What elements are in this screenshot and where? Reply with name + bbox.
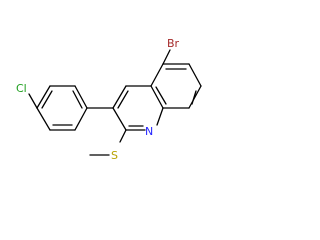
bond [36,107,51,131]
bond-inner [155,86,167,105]
bond-fusion [150,85,164,109]
c-s-bond [119,129,127,143]
bond-inner [41,90,53,109]
nitrogen-label: N [145,125,153,138]
bond [156,107,164,126]
molecule-drawing: Br Cl N S [16,37,202,162]
chlorine-label: Cl [16,82,27,95]
chlorophenyl-ring [28,85,88,131]
bond [36,85,51,109]
bond-inner [191,90,197,105]
c-cl-bond [28,93,38,109]
bond [188,85,202,109]
bond [112,85,127,109]
bond [188,63,202,87]
c-br-bond [162,49,171,65]
bond [74,107,88,131]
structure-canvas: Br Cl N S [16,37,202,162]
benzo-ring [150,63,202,109]
bond [150,63,164,87]
bond-inner [72,90,83,109]
bond-inner [117,90,129,109]
pyridine-ring [112,85,164,131]
sulfur-label: S [111,149,118,162]
bromine-label: Br [167,37,180,50]
bond [74,85,88,109]
bond [112,107,127,131]
